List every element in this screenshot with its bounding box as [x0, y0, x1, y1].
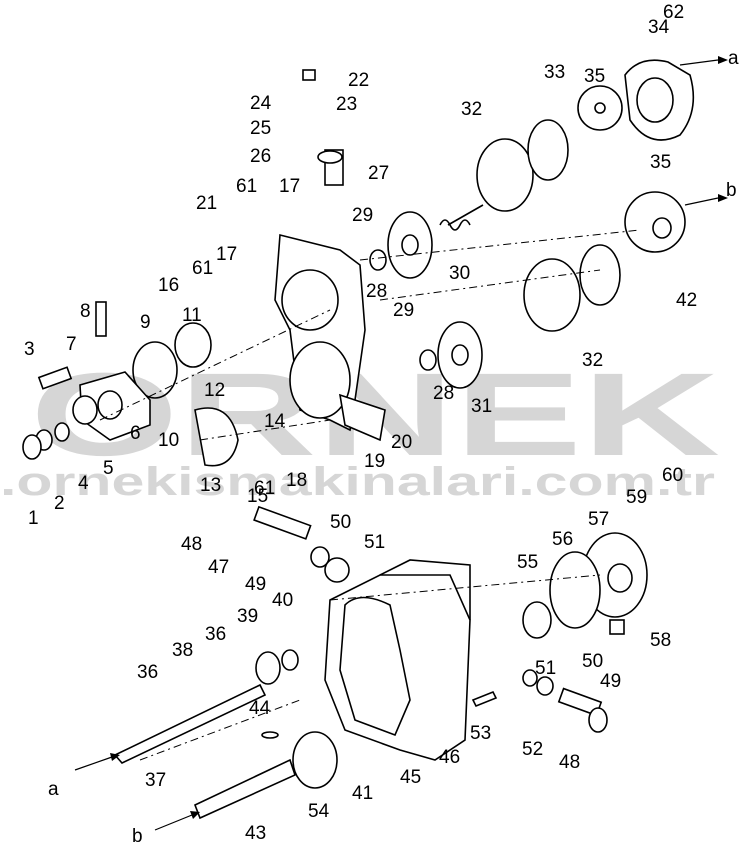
part-label-28: 28: [433, 383, 454, 404]
part-label-43: 43: [245, 823, 266, 844]
part-label-11: 11: [182, 305, 202, 326]
part-label-12: 12: [204, 380, 225, 401]
part-label-7: 7: [66, 334, 77, 355]
part-label-16: 16: [158, 275, 179, 296]
part-label-21: 21: [196, 193, 217, 214]
part-label-61: 61: [192, 258, 213, 279]
part-label-49: 49: [245, 574, 266, 595]
part-label-45: 45: [400, 767, 421, 788]
part-label-58: 58: [650, 630, 671, 651]
part-label-31: 31: [471, 396, 492, 417]
part-label-60: 60: [662, 465, 683, 486]
svg-text:b: b: [132, 826, 143, 847]
part-label-48: 48: [181, 534, 202, 555]
part-label-55: 55: [517, 552, 538, 573]
part-label-37: 37: [145, 770, 166, 791]
part-label-27: 27: [368, 163, 389, 184]
svg-text:b: b: [726, 180, 737, 201]
part-label-25: 25: [250, 118, 271, 139]
arrow-a-top: a: [679, 48, 739, 69]
arrow-a-bottom: a: [48, 753, 120, 800]
part-label-35: 35: [584, 66, 605, 87]
part-label-46: 46: [439, 747, 460, 768]
part-label-15: 15: [247, 486, 268, 507]
part-label-48: 48: [559, 752, 580, 773]
part-label-41: 41: [352, 783, 373, 804]
part-label-39: 39: [237, 606, 258, 627]
part-label-5: 5: [103, 458, 114, 479]
part-label-18: 18: [286, 470, 307, 491]
part-label-29: 29: [393, 300, 414, 321]
part-label-50: 50: [582, 651, 603, 672]
part-label-61: 61: [236, 176, 257, 197]
part-label-54: 54: [308, 801, 330, 822]
part-label-32: 32: [461, 99, 482, 120]
part-label-24: 24: [250, 93, 272, 114]
part-label-2: 2: [54, 493, 65, 514]
part-label-9: 9: [140, 312, 151, 333]
part-label-20: 20: [391, 432, 412, 453]
arrow-b-bottom: b: [132, 811, 200, 847]
part-label-17: 17: [279, 176, 300, 197]
part-label-40: 40: [272, 590, 293, 611]
part-label-19: 19: [364, 451, 385, 472]
part-label-22: 22: [348, 70, 369, 91]
part-label-29: 29: [352, 205, 373, 226]
part-label-4: 4: [78, 473, 89, 494]
part-label-35: 35: [650, 152, 671, 173]
part-label-10: 10: [158, 430, 179, 451]
part-label-57: 57: [588, 509, 609, 530]
part-label-30: 30: [449, 263, 470, 284]
part-label-8: 8: [80, 301, 91, 322]
part-label-44: 44: [249, 698, 271, 719]
part-label-34: 34: [648, 17, 670, 38]
svg-text:a: a: [728, 48, 739, 69]
part-label-61: 61: [254, 478, 275, 499]
part-label-6: 6: [130, 423, 141, 444]
part-label-23: 23: [336, 94, 357, 115]
svg-text:a: a: [48, 779, 59, 800]
part-label-42: 42: [676, 290, 697, 311]
parts: [22, 59, 695, 820]
part-label-51: 51: [364, 532, 385, 553]
arrow-b-top: b: [684, 180, 737, 206]
part-label-62: 62: [663, 2, 684, 23]
part-label-32: 32: [582, 350, 603, 371]
part-label-36: 36: [205, 624, 226, 645]
part-label-51: 51: [535, 658, 556, 679]
part-label-38: 38: [172, 640, 193, 661]
part-label-33: 33: [544, 62, 565, 83]
part-label-26: 26: [250, 146, 271, 167]
part-label-47: 47: [208, 557, 229, 578]
part-label-49: 49: [600, 671, 621, 692]
part-label-17: 17: [216, 244, 237, 265]
part-label-36: 36: [137, 662, 158, 683]
part-label-3: 3: [24, 339, 35, 360]
watermark-url: .ornekismakinalari.com.tr: [0, 460, 715, 504]
part-label-28: 28: [366, 281, 387, 302]
part-label-52: 52: [522, 739, 543, 760]
part-label-14: 14: [264, 411, 286, 432]
part-label-13: 13: [200, 475, 221, 496]
part-label-50: 50: [330, 512, 351, 533]
part-label-53: 53: [470, 723, 491, 744]
part-label-1: 1: [28, 508, 39, 529]
part-label-59: 59: [626, 487, 647, 508]
part-label-56: 56: [552, 529, 573, 550]
